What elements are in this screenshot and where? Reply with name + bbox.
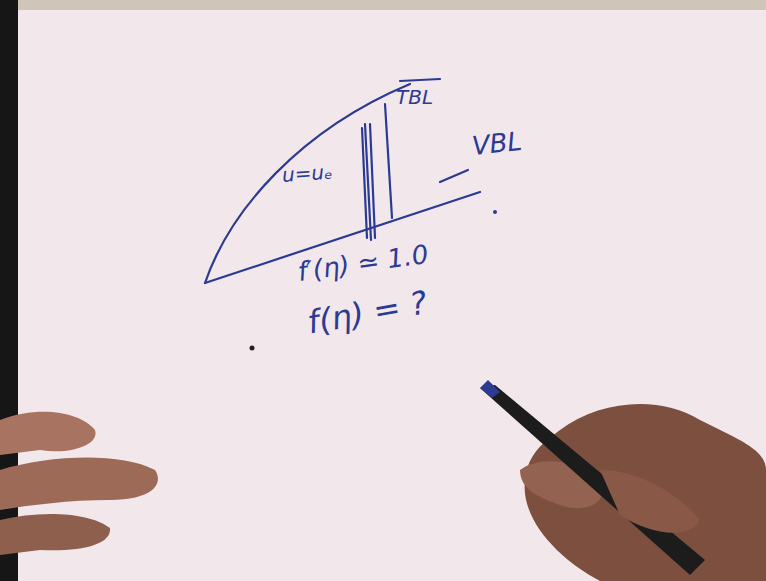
dot bbox=[250, 346, 255, 351]
handwritten-label: f(η) = ? bbox=[305, 285, 430, 341]
tbl-overline bbox=[400, 79, 440, 81]
handwritten-label: VBL bbox=[471, 127, 524, 161]
vbl-leader bbox=[440, 170, 468, 182]
handwritten-label: TBL bbox=[396, 86, 433, 108]
dot bbox=[493, 210, 497, 214]
top-strip bbox=[0, 0, 766, 10]
marker bbox=[480, 385, 705, 575]
profile-lines bbox=[362, 124, 375, 240]
left-hand bbox=[0, 412, 158, 555]
right-hand bbox=[480, 380, 766, 581]
handwritten-label: u=uₑ bbox=[281, 161, 333, 186]
tbl-line bbox=[385, 104, 392, 218]
